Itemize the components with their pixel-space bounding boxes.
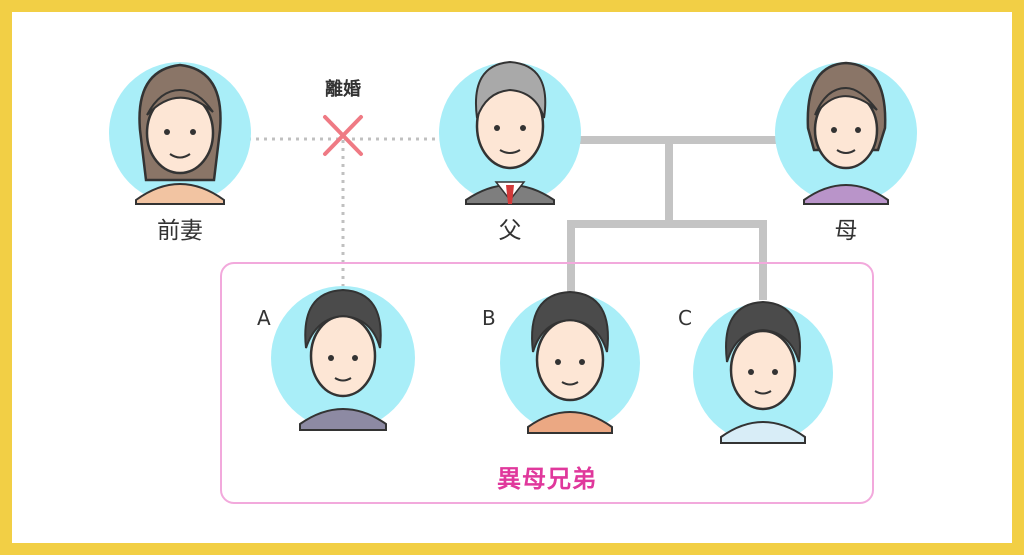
half-siblings-group-box (220, 262, 874, 504)
father-avatar (439, 60, 581, 205)
child-b-avatar (500, 290, 640, 434)
mother-avatar (775, 61, 917, 205)
ex-wife-label: 前妻 (157, 218, 203, 244)
father-label: 父 (498, 218, 522, 244)
child-b-label: B (482, 306, 496, 330)
mother-label: 母 (834, 218, 858, 244)
divorce-cross-icon (323, 115, 363, 156)
divorce-label: 離婚 (325, 79, 361, 100)
ex-wife-avatar (109, 62, 251, 205)
half-siblings-label: 異母兄弟 (497, 465, 597, 493)
child-a-avatar (271, 286, 415, 431)
child-a-label: A (257, 306, 271, 330)
child-c-avatar (693, 300, 833, 444)
child-c-label: C (678, 306, 692, 330)
connector-lines (248, 136, 780, 300)
